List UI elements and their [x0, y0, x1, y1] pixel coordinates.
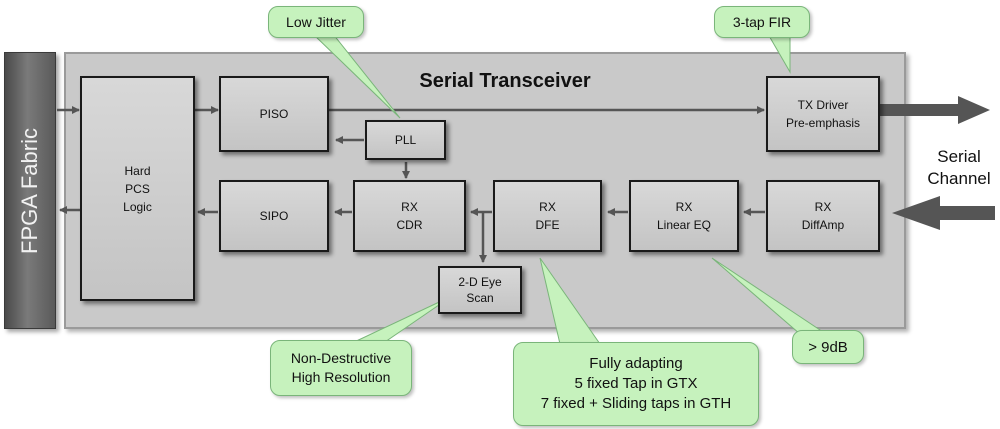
fir-callout: 3-tap FIR — [714, 6, 810, 38]
tx-driver-block: TX Driver Pre-emphasis — [766, 76, 880, 152]
hard-pcs-logic-block: Hard PCS Logic — [80, 76, 195, 301]
pll-label: PLL — [394, 133, 417, 147]
serial-channel-line-1: Serial — [937, 147, 981, 166]
rx-cdr-line-1: RX — [401, 200, 418, 214]
rx-cdr-line-2: CDR — [396, 218, 423, 232]
dfe-pointer — [539, 257, 601, 345]
eye-scan-line-1: 2-D Eye — [458, 275, 502, 289]
rx-dfe-line-1: RX — [539, 200, 556, 214]
piso-block: PISO — [219, 76, 329, 152]
eye-pointer — [349, 295, 453, 345]
eye-scan-block: 2-D Eye Scan — [438, 266, 522, 314]
rx-cdr-block: RX CDR — [353, 180, 466, 252]
fir-pointer — [767, 33, 791, 74]
eq-gain-text: > 9dB — [808, 338, 848, 356]
rx-eq-line-2: Linear EQ — [656, 218, 712, 232]
low-jitter-callout: Low Jitter — [268, 6, 364, 38]
rx-dfe-line-2: DFE — [535, 218, 560, 232]
pll-block: PLL — [365, 120, 446, 160]
dfe-callout: Fully adapting 5 fixed Tap in GTX 7 fixe… — [513, 342, 759, 426]
rx-input-big-arrow — [892, 196, 995, 230]
tx-driver-line-1: TX Driver — [797, 98, 849, 112]
sipo-label: SIPO — [259, 209, 289, 223]
serial-transceiver-title: Serial Transceiver — [419, 70, 591, 92]
rx-dfe-block: RX DFE — [493, 180, 602, 252]
eq-gain-callout: > 9dB — [792, 330, 864, 364]
rx-eq-line-1: RX — [675, 200, 693, 214]
rx-diffamp-line-1: RX — [814, 200, 832, 214]
pcs-line-3: Logic — [123, 199, 152, 214]
tx-driver-line-2: Pre-emphasis — [785, 116, 861, 130]
pcs-line-2: PCS — [125, 181, 150, 196]
dfe-callout-line-3: 7 fixed + Sliding taps in GTH — [540, 395, 732, 412]
serial-channel-line-2: Channel — [927, 169, 991, 188]
fir-text: 3-tap FIR — [732, 14, 792, 30]
rx-linear-eq-block: RX Linear EQ — [629, 180, 739, 252]
fpga-fabric-bar: FPGA Fabric — [4, 52, 56, 329]
serial-channel-label: Serial Channel — [918, 146, 1000, 190]
sipo-block: SIPO — [219, 180, 329, 252]
eye-scan-line-2: Scan — [466, 291, 494, 305]
pcs-line-1: Hard — [124, 163, 151, 178]
dfe-callout-line-1: Fully adapting — [589, 355, 683, 372]
rx-diffamp-block: RX DiffAmp — [766, 180, 880, 252]
dfe-callout-line-2: 5 fixed Tap in GTX — [574, 375, 698, 392]
low-jitter-text: Low Jitter — [286, 14, 346, 30]
rx-diffamp-line-2: DiffAmp — [801, 218, 845, 232]
eye-callout-line-2: High Resolution — [291, 369, 391, 385]
eye-callout-line-1: Non-Destructive — [290, 350, 392, 366]
eye-scan-callout: Non-Destructive High Resolution — [270, 340, 412, 396]
piso-label: PISO — [259, 107, 289, 121]
tx-output-big-arrow — [880, 96, 990, 124]
eq-pointer — [711, 257, 828, 335]
